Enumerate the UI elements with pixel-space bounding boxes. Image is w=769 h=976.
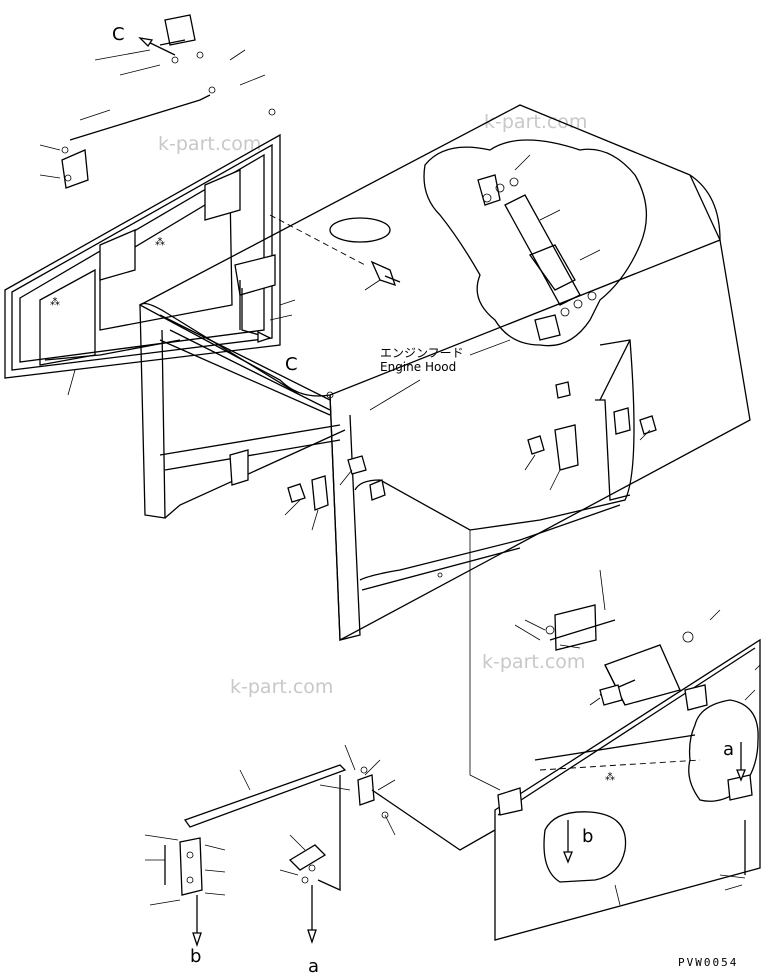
watermark: k-part.com: [484, 111, 587, 133]
bolt: [364, 260, 401, 291]
hood-label-jp: エンジンフード: [380, 346, 464, 360]
gas-strut-detail: [423, 139, 648, 347]
hood-side-hardware: [229, 381, 657, 531]
assembly-line: [469, 530, 501, 791]
watermark: k-part.com: [230, 676, 333, 698]
svg-text:a: a: [308, 956, 319, 976]
hood-label-en: Engine Hood: [380, 360, 456, 374]
view-arrow-c-mid: C: [241, 288, 298, 375]
view-arrow-c-top: C: [112, 24, 176, 56]
stay-detail: b a: [144, 744, 496, 976]
assembly-line: [599, 569, 606, 611]
svg-text:⁂: ⁂: [50, 296, 60, 308]
watermark: k-part.com: [158, 133, 261, 155]
engine-hood-label: エンジンフード Engine Hood: [369, 339, 511, 411]
svg-text:b: b: [190, 946, 201, 967]
svg-text:⁂: ⁂: [605, 771, 615, 783]
svg-text:C: C: [285, 354, 298, 375]
svg-text:b: b: [582, 826, 593, 847]
svg-text:a: a: [723, 739, 734, 760]
right-side-door: a b ⁂: [494, 604, 761, 941]
left-side-door: ⁂ ⁂: [4, 14, 366, 396]
svg-text:C: C: [112, 24, 125, 45]
watermark: k-part.com: [482, 651, 585, 673]
drawing-code: PVW0054: [678, 956, 738, 969]
svg-text:⁂: ⁂: [155, 236, 165, 248]
engine-hood: [138, 104, 751, 642]
